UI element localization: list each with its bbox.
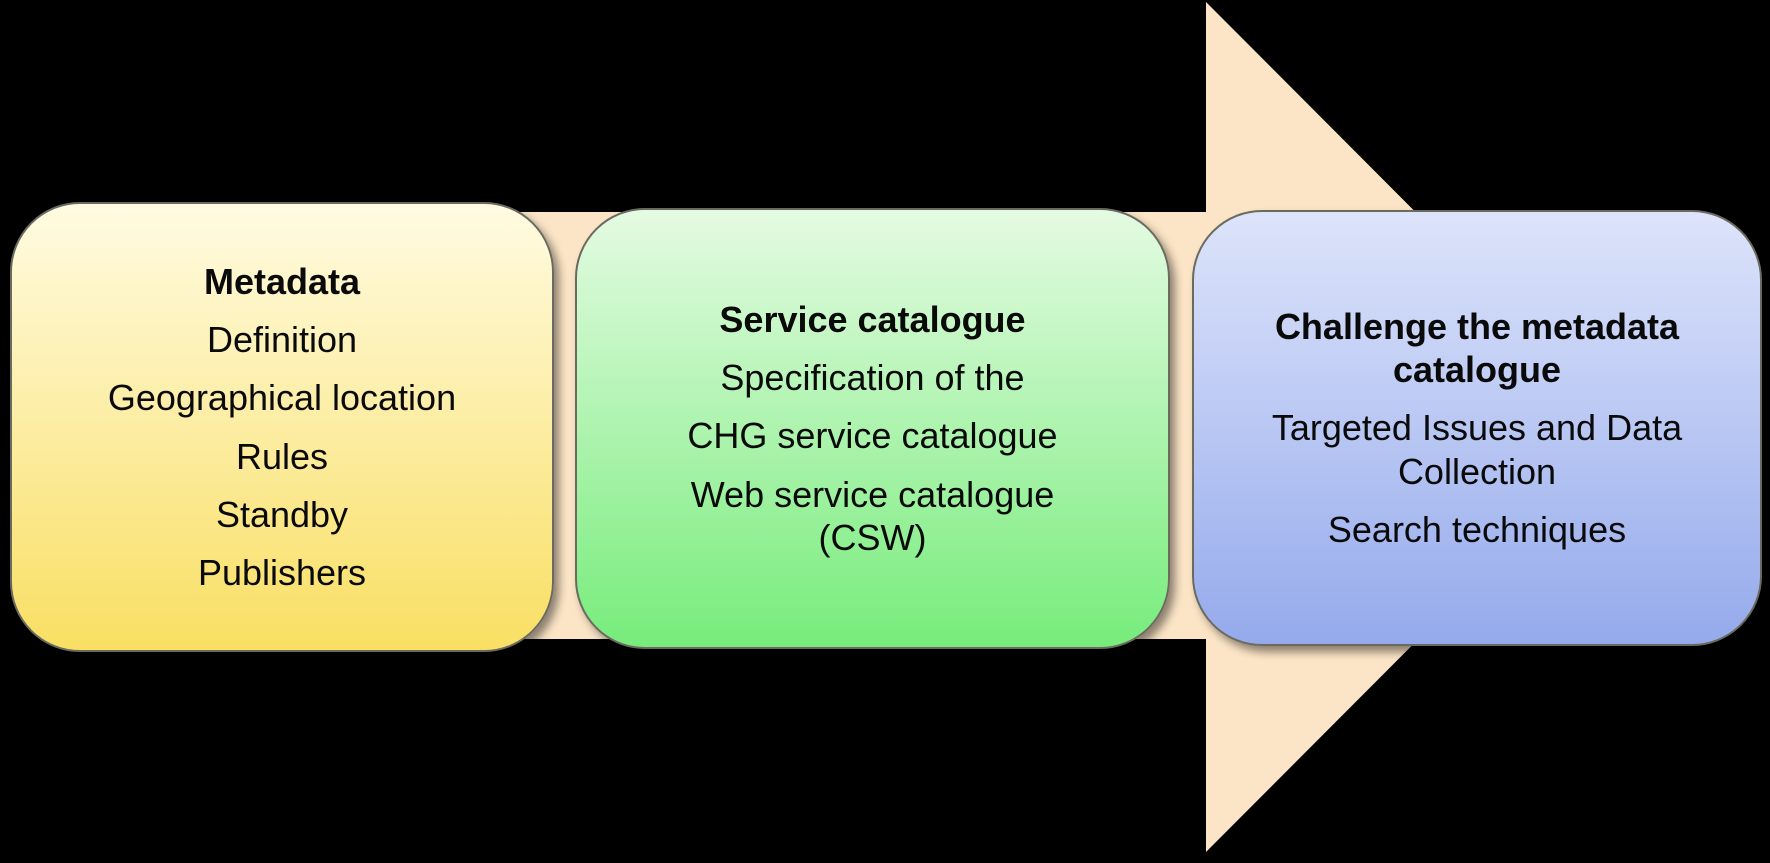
box-service-catalogue-line: Specification of the <box>720 357 1025 399</box>
box-challenge-metadata-catalogue: Challenge the metadata catalogue Targete… <box>1192 210 1762 646</box>
box-metadata-title: Metadata <box>203 260 361 302</box>
box-metadata-line: Publishers <box>197 551 367 593</box>
box-challenge-line: Search techniques <box>1327 508 1627 550</box>
box-metadata-line: Geographical location <box>107 377 457 419</box>
box-service-catalogue-title: Service catalogue <box>719 299 1026 341</box>
box-metadata-line: Standby <box>215 493 349 535</box>
box-challenge-line: Targeted Issues and Data Collection <box>1271 407 1683 492</box>
box-metadata-line: Definition <box>206 319 358 361</box>
box-service-catalogue-line: Web service catalogue (CSW) <box>690 473 1055 558</box>
box-metadata: Metadata Definition Geographical locatio… <box>10 202 554 652</box>
box-service-catalogue: Service catalogue Specification of the C… <box>575 208 1170 649</box>
box-challenge-title: Challenge the metadata catalogue <box>1274 306 1680 391</box>
box-metadata-line: Rules <box>235 435 329 477</box>
box-service-catalogue-line: CHG service catalogue <box>687 415 1058 457</box>
